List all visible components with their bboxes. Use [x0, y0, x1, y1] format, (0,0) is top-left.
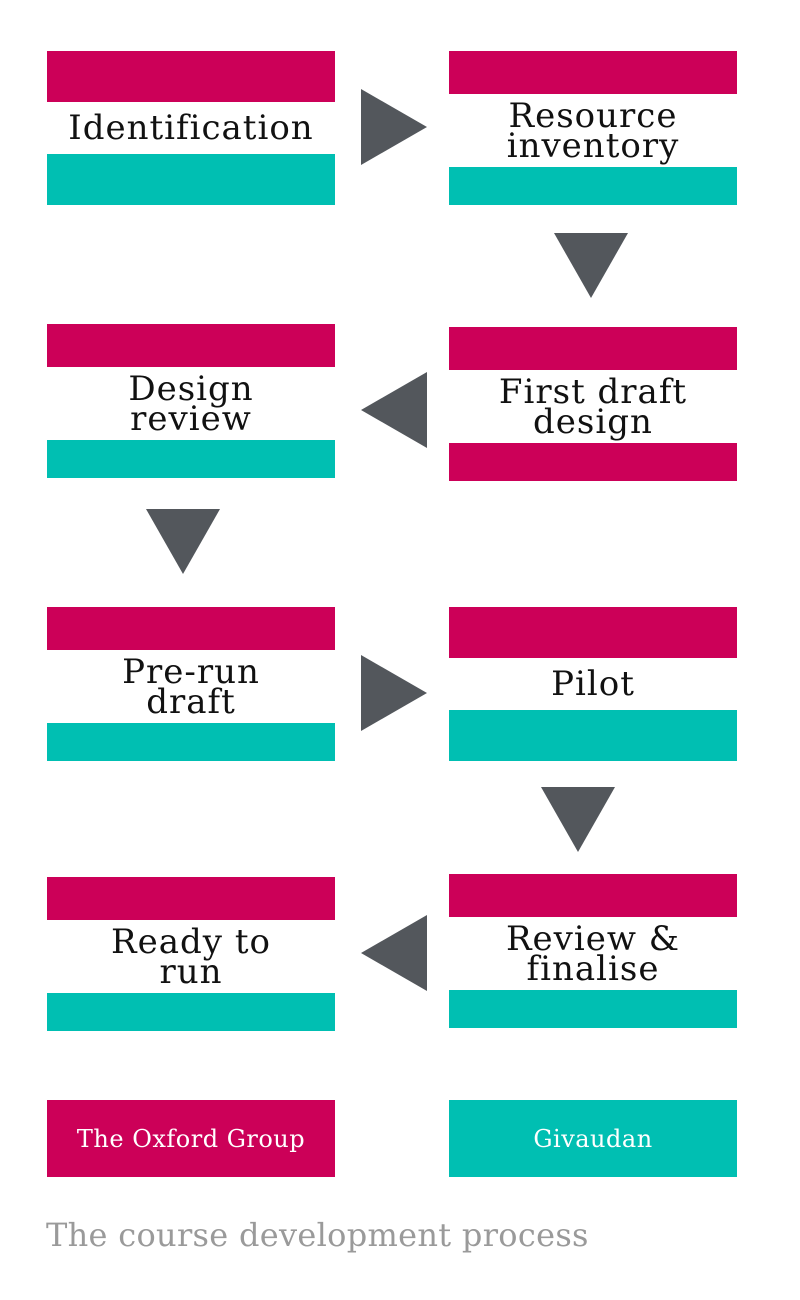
arrow-down-icon: [554, 233, 628, 298]
step-resource-inventory-top-bar: [449, 51, 737, 94]
arrow-left-icon: [361, 372, 427, 448]
arrow-down-icon: [146, 509, 220, 574]
step-resource-inventory-label: Resource inventory: [506, 95, 680, 166]
arrow-right-icon: [361, 655, 427, 731]
legend-oxford-group: The Oxford Group: [47, 1100, 335, 1177]
diagram-caption: The course development process: [46, 1216, 589, 1254]
arrow-right-icon: [361, 89, 427, 165]
step-review-finalise-bottom-bar: [449, 990, 737, 1028]
step-identification-top-bar: [47, 51, 335, 102]
step-first-draft-design-label: First draft design: [498, 371, 688, 442]
step-pre-run-draft-label: Pre-run draft: [122, 651, 260, 722]
step-design-review-label: Design review: [128, 368, 254, 439]
step-resource-inventory-bottom-bar: [449, 167, 737, 205]
step-ready-to-run-bottom-bar: [47, 993, 335, 1031]
step-first-draft-design-bottom-bar: [449, 443, 737, 481]
step-identification-label: Identification: [68, 108, 314, 148]
step-ready-to-run-top-bar: [47, 877, 335, 920]
step-design-review-bottom-bar: [47, 440, 335, 478]
step-design-review-top-bar: [47, 324, 335, 367]
step-pilot-top-bar: [449, 607, 737, 658]
step-pilot-bottom-bar: [449, 710, 737, 761]
arrow-left-icon: [361, 915, 427, 991]
step-pilot-label: Pilot: [551, 664, 635, 704]
legend-givaudan: Givaudan: [449, 1100, 737, 1177]
arrow-down-icon: [541, 787, 615, 852]
step-first-draft-design-top-bar: [449, 327, 737, 370]
step-review-finalise-top-bar: [449, 874, 737, 917]
step-identification-bottom-bar: [47, 154, 335, 205]
step-pre-run-draft-bottom-bar: [47, 723, 335, 761]
step-pre-run-draft-top-bar: [47, 607, 335, 650]
step-ready-to-run-label: Ready to run: [111, 921, 271, 992]
step-review-finalise-label: Review & finalise: [505, 918, 681, 989]
